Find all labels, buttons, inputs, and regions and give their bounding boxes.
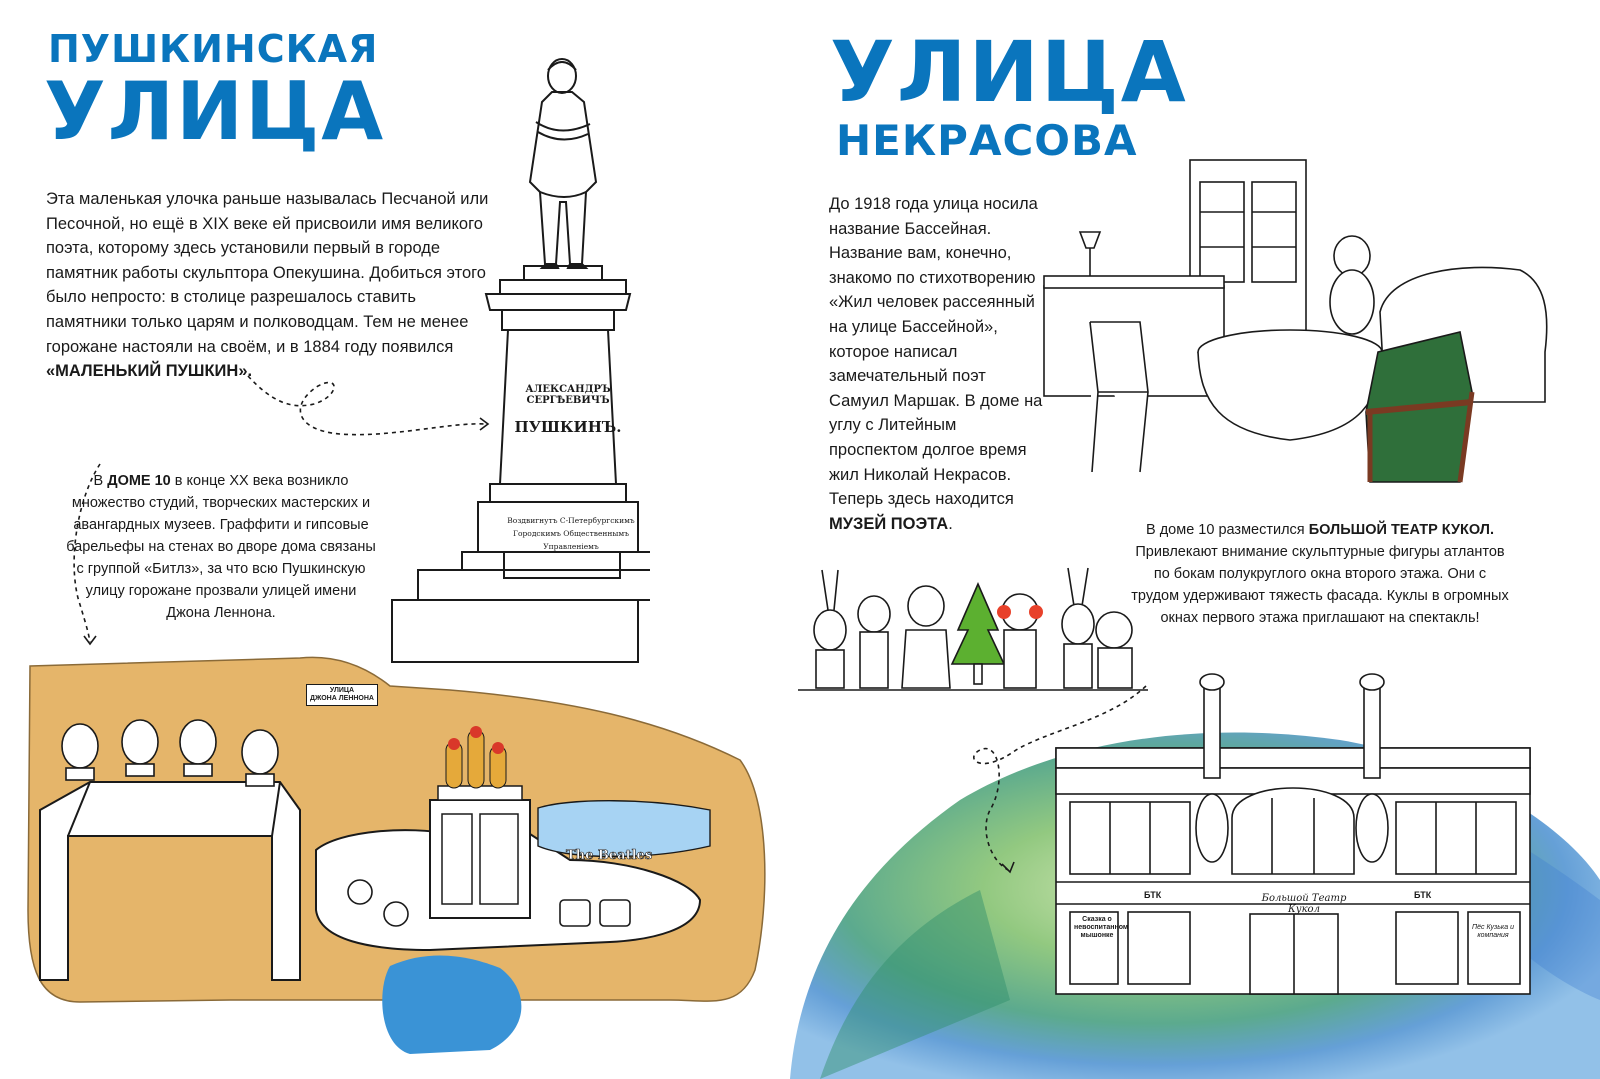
pedestal-name-2: ПУШКИНЪ.: [514, 418, 622, 436]
museum-furniture-illustration: [1043, 159, 1548, 483]
theatre-sign: Большой Театр Кукол: [1261, 893, 1347, 915]
pushkin-monument-illustration: [391, 58, 650, 663]
left-title-line2: УЛИЦА: [44, 65, 386, 158]
bust-relief-icon: [61, 719, 279, 787]
street-sign-line2: ДЖОНА ЛЕННОНА: [310, 695, 374, 702]
pedestal-plaque-1: Воздвигнутъ С-Петербургскимъ: [507, 516, 635, 525]
right-intro-bold: МУЗЕЙ ПОЭТА: [829, 514, 949, 533]
left-intro-paragraph: Эта маленькая улочка раньше называлась П…: [46, 187, 498, 384]
left-title-line1: ПУШКИНСКАЯ: [48, 27, 379, 71]
right-theatre-text: Привлекают внимание скульптурные фигуры …: [1131, 544, 1509, 626]
right-title-line1: УЛИЦА: [830, 23, 1188, 121]
poster-left: Сказка о невоспитанном мышонке: [1074, 916, 1129, 939]
poster-right: Пёс Кузька и компания: [1472, 924, 1514, 939]
right-intro-text: До 1918 года улица носила название Бассе…: [829, 195, 1043, 509]
dashed-arrow-icon: [973, 685, 1147, 874]
right-theatre-bold: БОЛЬШОЙ ТЕАТР КУКОЛ.: [1308, 522, 1494, 538]
pedestal-plaque: Воздвигнутъ С-Петербургскимъ Городскимъ …: [496, 514, 646, 553]
right-theatre-paragraph: В доме 10 разместился БОЛЬШОЙ ТЕАТР КУКО…: [1130, 519, 1510, 629]
puppet-theatre-illustration: [1055, 673, 1531, 995]
right-intro-end: .: [948, 514, 953, 533]
right-title-line2: НЕКРАСОВА: [836, 116, 1138, 165]
right-theatre-prefix: В доме 10 разместился: [1146, 522, 1305, 538]
dashed-arrow-icon: [73, 463, 101, 646]
left-house-paragraph: В ДОМЕ 10 в конце XX века возникло множе…: [66, 470, 376, 624]
street-sign: УЛИЦА ДЖОНА ЛЕННОНА: [306, 684, 378, 706]
left-house-prefix: В: [93, 473, 104, 489]
theatre-logo-left: БТК: [1144, 890, 1162, 900]
pedestal-name-1: АЛЕКСАНДРЪ СЕРГѢЕВИЧЪ: [525, 384, 611, 406]
dashed-arrow-icon: [247, 375, 490, 436]
left-intro-text: Эта маленькая улочка раньше называлась П…: [46, 190, 489, 356]
beatles-courtyard-illustration: [27, 656, 766, 1054]
left-house-text: в конце XX века возникло множество студи…: [66, 473, 376, 621]
puppets-illustration: [798, 567, 1148, 691]
left-intro-bold: «МАЛЕНЬКИЙ ПУШКИН».: [46, 362, 253, 381]
pedestal-inscription: АЛЕКСАНДРЪ СЕРГѢЕВИЧЪ ПУШКИНЪ.: [506, 384, 630, 436]
street-sign-line1: УЛИЦА: [329, 687, 355, 694]
left-house-bold: ДОМЕ 10: [107, 473, 171, 489]
pedestal-plaque-2: Городскимъ Общественнымъ Управленіемъ: [513, 529, 629, 551]
right-intro-paragraph: До 1918 года улица носила название Бассе…: [829, 192, 1043, 536]
theatre-logo-right: БТК: [1414, 890, 1432, 900]
submarine-banner-text: The Beatles: [566, 848, 653, 864]
